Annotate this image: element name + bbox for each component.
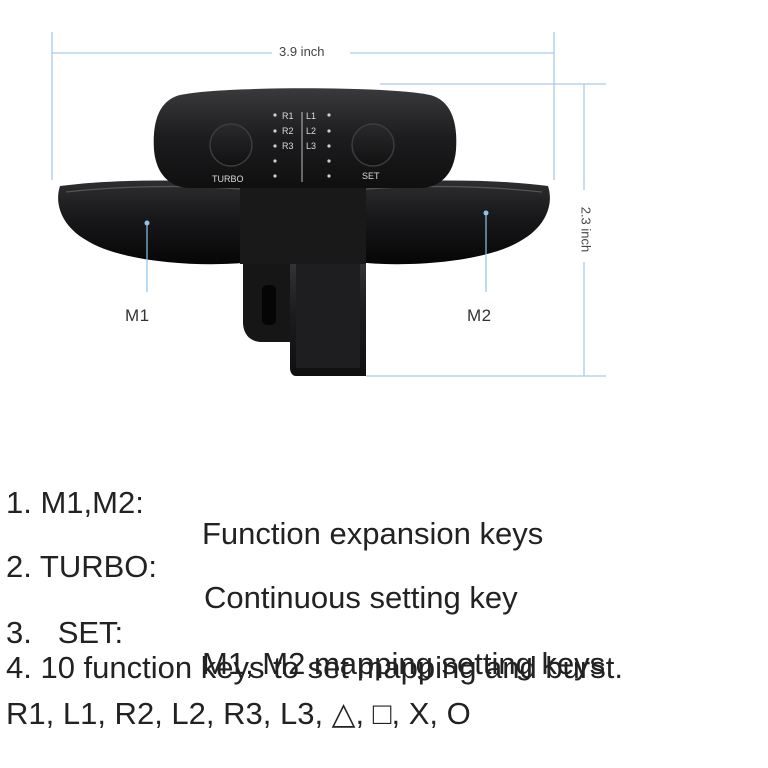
- center-stem: [240, 178, 366, 264]
- key-label-r1: R1: [282, 111, 294, 121]
- m1-label: M1: [125, 306, 150, 325]
- product-illustration: R1 R2 R3 L1 L2 L3 TURBO SET: [51, 32, 606, 377]
- key-label-l2: L2: [306, 126, 316, 136]
- feature-line-1: 1. M1,M2: Function expansion keys: [6, 456, 543, 549]
- mount-clip: [243, 248, 366, 376]
- control-panel: R1 R2 R3 L1 L2 L3 TURBO SET: [153, 88, 457, 188]
- paddle-wings: [58, 180, 550, 265]
- width-dimension: 3.9 inch: [275, 44, 329, 59]
- key-label-l3: L3: [306, 141, 316, 151]
- key-label-l1: L1: [306, 111, 316, 121]
- set-button[interactable]: [351, 123, 395, 167]
- turbo-label: TURBO: [212, 174, 244, 184]
- feature-line-3: 3. SET: M1, M2 mapping setting keys: [6, 586, 605, 679]
- m1-pointer: [144, 220, 150, 292]
- m2-label: M2: [467, 306, 492, 325]
- feature-1-key: 1. M1,M2:: [6, 485, 144, 520]
- feature-line-2: 2. TURBO: Continuous setting key: [6, 520, 518, 613]
- feature-1-desc: Function expansion keys: [202, 516, 544, 551]
- set-label: SET: [362, 171, 380, 181]
- key-label-r2: R2: [282, 126, 294, 136]
- feature-line-5: R1, L1, R2, L2, R3, L3, △, □, X, O: [6, 696, 471, 731]
- feature-3-key: 3. SET:: [6, 615, 124, 650]
- turbo-button[interactable]: [209, 123, 253, 167]
- feature-line-4: 4. 10 function keys to set mapping and b…: [6, 650, 623, 685]
- key-label-r3: R3: [282, 141, 294, 151]
- feature-2-desc: Continuous setting key: [204, 580, 518, 615]
- dimension-lines: [51, 32, 606, 377]
- feature-3-desc: M1, M2 mapping setting keys: [202, 646, 606, 681]
- indicator-leds: [273, 113, 331, 178]
- height-dimension: 2.3 inch: [578, 206, 594, 253]
- m2-pointer: [483, 210, 489, 292]
- feature-2-key: 2. TURBO:: [6, 549, 158, 584]
